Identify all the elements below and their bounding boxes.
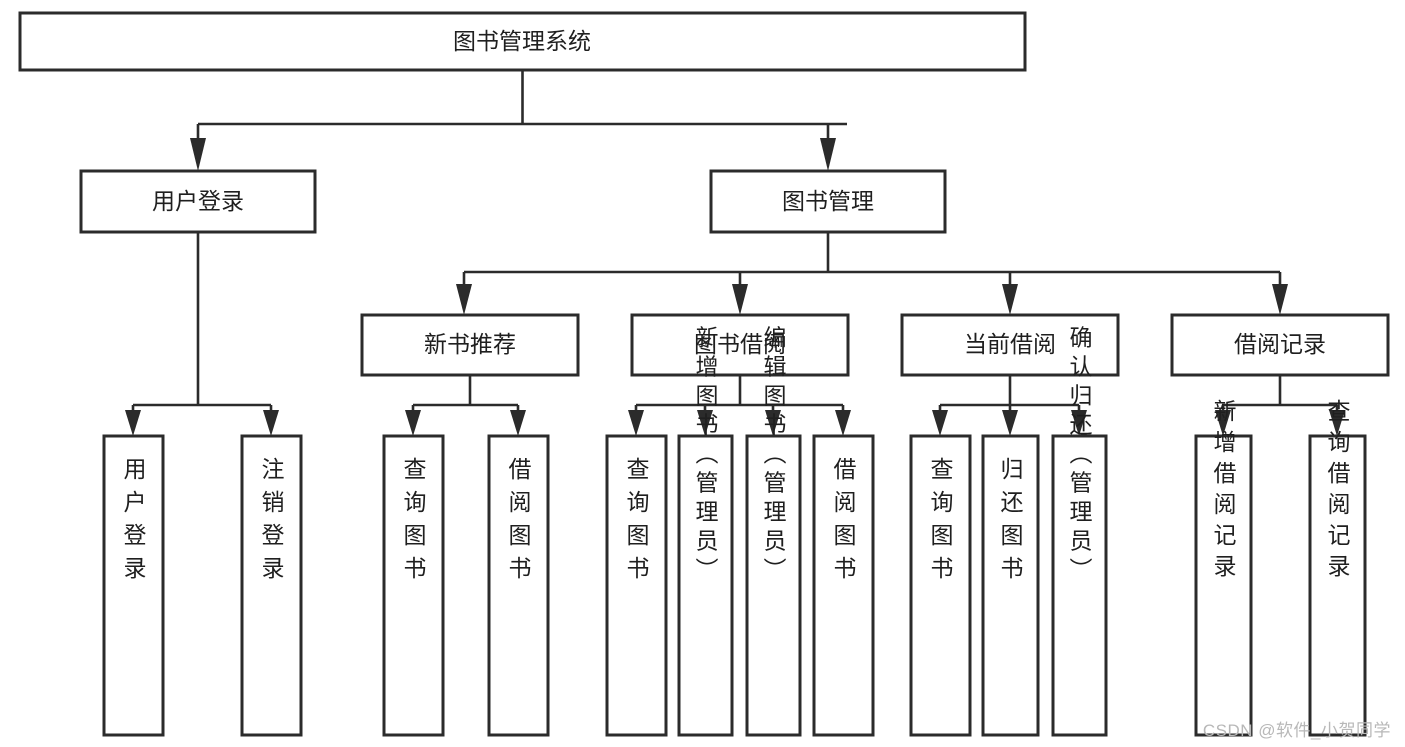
node-leaf-add-record-label: 新增借阅记录 <box>1210 399 1237 585</box>
node-book-borrow-box[interactable] <box>630 313 850 377</box>
node-leaf-edit-book[interactable]: 编辑图书（管理员） <box>745 326 802 737</box>
arrow-head-leaf-borrow-book-2 <box>835 410 851 436</box>
node-current-borrow-label: 当前借阅 <box>964 331 1056 357</box>
node-leaf-return-book-label: 归还图书 <box>997 457 1024 589</box>
node-leaf-query-book-2[interactable]: 查询图书 <box>605 434 668 737</box>
node-leaf-add-record-box[interactable] <box>1194 434 1253 737</box>
node-leaf-add-book[interactable]: 新增图书（管理员） <box>677 326 734 737</box>
node-leaf-user-login-box[interactable] <box>102 434 165 737</box>
arrow-head-leaf-query-record <box>1329 410 1345 436</box>
node-leaf-borrow-book-1-label: 借阅图书 <box>505 457 532 589</box>
node-leaf-query-book-1[interactable]: 查询图书 <box>382 434 445 737</box>
node-leaf-logout-label: 注销登录 <box>258 457 285 589</box>
node-new-book-recommend-box[interactable] <box>360 313 580 377</box>
node-root-box[interactable] <box>18 11 1027 72</box>
node-leaf-confirm-return[interactable]: 确认归还（管理员） <box>1051 326 1108 737</box>
node-borrow-record[interactable]: 借阅记录 <box>1170 313 1390 377</box>
node-leaf-return-book[interactable]: 归还图书 <box>981 434 1040 737</box>
node-current-borrow-box[interactable] <box>900 313 1120 377</box>
arrow-head-leaf-query-book-3 <box>932 410 948 436</box>
node-leaf-borrow-book-2[interactable]: 借阅图书 <box>812 434 875 737</box>
node-leaf-borrow-book-1[interactable]: 借阅图书 <box>487 434 550 737</box>
node-leaf-user-login-label: 用户登录 <box>120 457 147 589</box>
arrow-head-leaf-add-record <box>1215 410 1231 436</box>
node-leaf-query-book-3-box[interactable] <box>909 434 972 737</box>
node-user-login[interactable]: 用户登录 <box>79 169 317 234</box>
node-leaf-return-book-box[interactable] <box>981 434 1040 737</box>
arrow-head-leaf-logout <box>263 410 279 436</box>
node-book-borrow[interactable]: 图书借阅 <box>630 313 850 377</box>
arrow-head-book-borrow <box>732 284 748 315</box>
arrow-head-leaf-query-book-1 <box>405 410 421 436</box>
node-leaf-add-record[interactable]: 新增借阅记录 <box>1194 399 1253 737</box>
node-leaf-confirm-return-label: 确认归还（管理员） <box>1066 326 1093 587</box>
node-leaf-query-record[interactable]: 查询借阅记录 <box>1308 399 1367 737</box>
node-root[interactable]: 图书管理系统 <box>18 11 1027 72</box>
node-root-label: 图书管理系统 <box>453 28 591 54</box>
node-book-manage-label: 图书管理 <box>782 188 874 214</box>
node-book-borrow-label: 图书借阅 <box>694 331 786 357</box>
node-book-manage[interactable]: 图书管理 <box>709 169 947 234</box>
node-leaf-query-book-2-label: 查询图书 <box>623 457 650 589</box>
node-leaf-query-book-1-box[interactable] <box>382 434 445 737</box>
node-leaf-add-book-label: 新增图书（管理员） <box>692 326 719 587</box>
arrow-head-leaf-borrow-book-1 <box>510 410 526 436</box>
node-new-book-recommend[interactable]: 新书推荐 <box>360 313 580 377</box>
connector-layer <box>125 70 1345 436</box>
node-leaf-logout[interactable]: 注销登录 <box>240 434 303 737</box>
node-leaf-edit-book-box[interactable] <box>745 434 802 737</box>
node-leaf-borrow-book-2-box[interactable] <box>812 434 875 737</box>
node-leaf-query-book-2-box[interactable] <box>605 434 668 737</box>
arrow-head-leaf-return-book <box>1002 410 1018 436</box>
node-leaf-borrow-book-1-box[interactable] <box>487 434 550 737</box>
node-leaf-query-book-3[interactable]: 查询图书 <box>909 434 972 737</box>
arrow-head-new-book-recommend <box>456 284 472 315</box>
arrow-head-leaf-edit-book <box>765 410 781 436</box>
node-borrow-record-box[interactable] <box>1170 313 1390 377</box>
node-leaf-query-book-3-label: 查询图书 <box>927 457 954 589</box>
node-user-login-label: 用户登录 <box>152 188 244 214</box>
node-leaf-edit-book-label: 编辑图书（管理员） <box>760 326 787 587</box>
arrow-head-leaf-user-login <box>125 410 141 436</box>
csdn-watermark: CSDN @软件_小贺同学 <box>1202 721 1391 740</box>
node-current-borrow[interactable]: 当前借阅 <box>900 313 1120 377</box>
arrow-head-book-manage <box>820 138 836 171</box>
node-borrow-record-label: 借阅记录 <box>1234 331 1326 357</box>
node-user-login-box[interactable] <box>79 169 317 234</box>
arrow-head-borrow-record <box>1272 284 1288 315</box>
node-leaf-confirm-return-box[interactable] <box>1051 434 1108 737</box>
arrow-head-user-login <box>190 138 206 171</box>
node-leaf-user-login[interactable]: 用户登录 <box>102 434 165 737</box>
node-leaf-logout-box[interactable] <box>240 434 303 737</box>
node-leaf-query-record-label: 查询借阅记录 <box>1324 399 1351 585</box>
node-new-book-recommend-label: 新书推荐 <box>424 331 516 357</box>
node-book-manage-box[interactable] <box>709 169 947 234</box>
arrow-head-leaf-confirm-return <box>1071 410 1087 436</box>
arrow-head-leaf-add-book <box>697 410 713 436</box>
node-leaf-add-book-box[interactable] <box>677 434 734 737</box>
node-leaf-query-record-box[interactable] <box>1308 434 1367 737</box>
node-leaf-borrow-book-2-label: 借阅图书 <box>830 457 857 589</box>
arrow-head-leaf-query-book-2 <box>628 410 644 436</box>
arrow-head-current-borrow <box>1002 284 1018 315</box>
node-leaf-query-book-1-label: 查询图书 <box>400 457 427 589</box>
